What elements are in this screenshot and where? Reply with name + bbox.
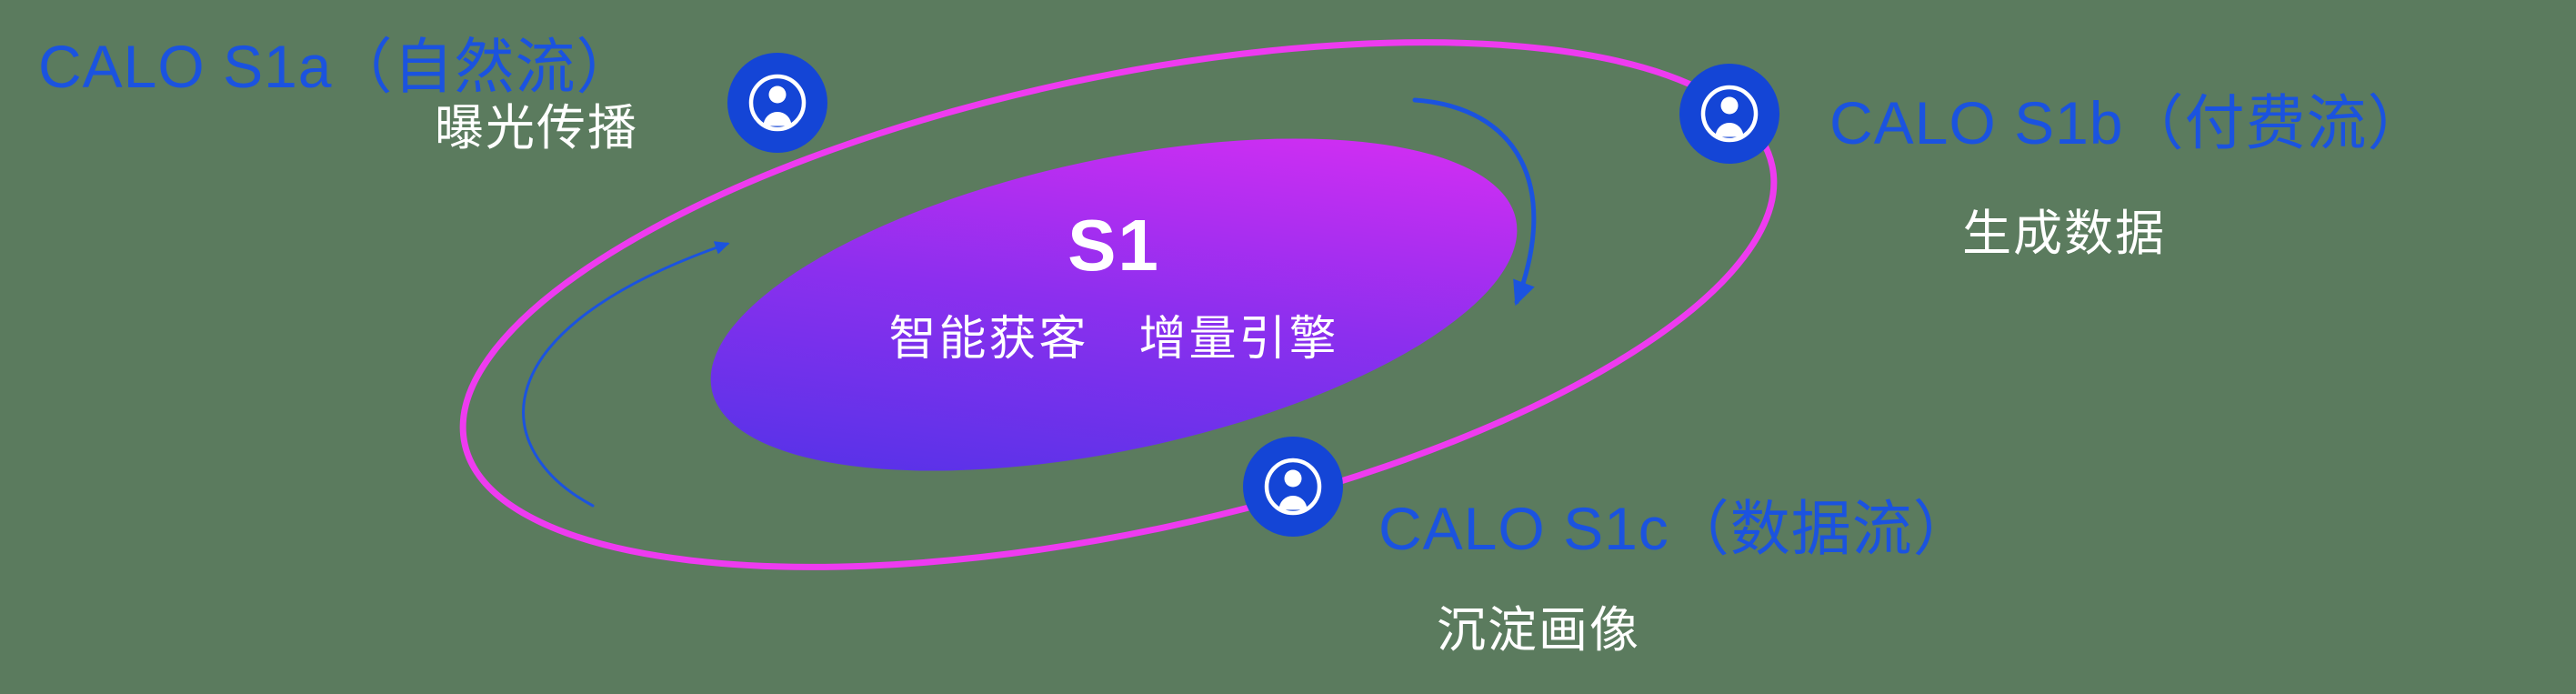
- node-label-s1c: CALO S1c（数据流）: [1378, 495, 1974, 562]
- node-sublabel-s1a: 曝光传播: [435, 101, 638, 156]
- node-label-s1a: CALO S1a（自然流）: [38, 33, 637, 100]
- core-text-group: S1 智能获客 增量引擎: [750, 204, 1478, 368]
- core-ellipse: [710, 138, 1518, 471]
- person-icon: [1679, 64, 1779, 164]
- flow-arrow-right: [1412, 97, 1537, 307]
- core-title: S1: [1067, 205, 1160, 286]
- person-badge-s1c: [1243, 437, 1343, 537]
- core-subtitle: 智能获客 增量引擎: [888, 313, 1339, 366]
- person-badge-s1b: [1679, 64, 1779, 164]
- node-label-s1b: CALO S1b（付费流）: [1829, 89, 2429, 156]
- person-icon: [727, 53, 827, 153]
- person-badge-s1a: [727, 53, 827, 153]
- node-sublabel-s1c: 沉淀画像: [1437, 603, 1640, 658]
- orbit-ellipse: [459, 39, 1778, 570]
- flow-arrow-left: [522, 241, 730, 508]
- node-sublabel-s1b: 生成数据: [1962, 206, 2166, 261]
- person-icon: [1243, 437, 1343, 537]
